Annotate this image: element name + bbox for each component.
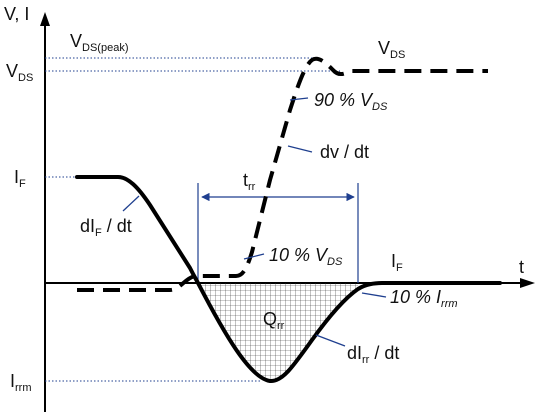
x-axis-label: t <box>519 257 524 277</box>
vds-curve-label: VDS <box>378 38 405 61</box>
dif-dt-leader <box>122 195 140 212</box>
pct10-irrm-leader <box>361 292 387 298</box>
qrr-label: Qrr <box>263 309 285 332</box>
pct90-leader <box>289 97 309 101</box>
dv-dt-leader <box>287 145 313 153</box>
if-axis-label: IF <box>14 167 26 190</box>
pct10-vds-leader <box>243 253 265 260</box>
qrr-region <box>198 283 358 382</box>
pct10-irrm-label: 10 % Irrm <box>390 287 458 310</box>
dif-dt-label: dIF / dt <box>80 216 132 239</box>
vds-axis-label: VDS <box>6 61 33 84</box>
x-axis-arrow <box>520 278 535 288</box>
dirr-dt-label: dIrr / dt <box>347 343 399 366</box>
dv-dt-label: dv / dt <box>320 142 369 162</box>
current-curve <box>75 175 502 383</box>
if-curve-label: IF <box>391 251 403 274</box>
dirr-dt-leader <box>315 334 346 347</box>
y-axis-arrow <box>40 12 50 26</box>
irrm-axis-label: Irrm <box>10 371 32 394</box>
labels: V, I t VDS(peak) VDS VDS IF IF Irrm dIF … <box>4 4 524 394</box>
pct90-vds-label: 90 % VDS <box>314 90 388 113</box>
vds-peak-label: VDS(peak) <box>70 31 128 54</box>
trr-label: trr <box>243 170 256 193</box>
y-axis-label: V, I <box>4 4 29 24</box>
pct10-vds-label: 10 % VDS <box>269 245 343 268</box>
leader-lines <box>122 97 387 347</box>
guide-lines <box>45 57 340 382</box>
voltage-curve <box>77 56 488 292</box>
trr-measurement <box>197 183 359 283</box>
